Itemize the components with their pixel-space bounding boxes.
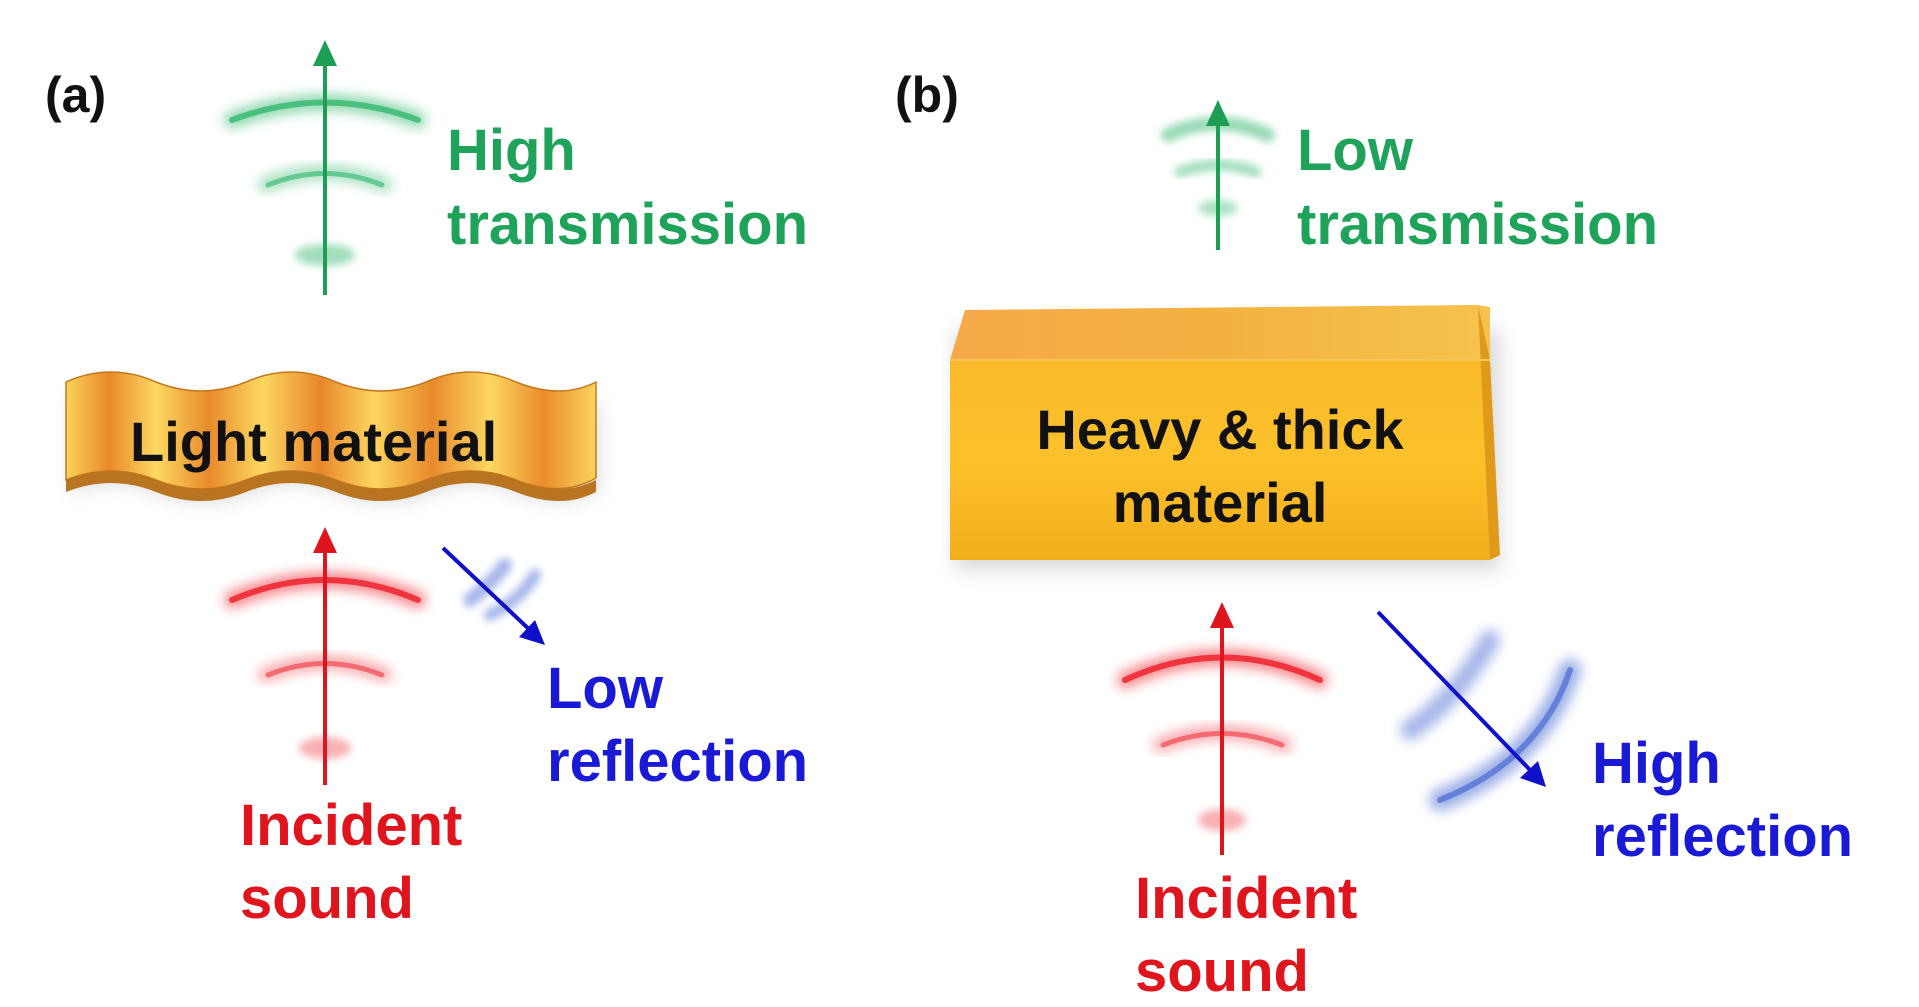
reflection-arrow-a [441,546,545,645]
reflection-label-b-line1: High [1592,731,1721,796]
panel-b-tag: (b) [895,67,959,123]
incident-label-b-line2: sound [1135,939,1309,1004]
heavy-material-label-line1: Heavy & thick [1036,398,1404,461]
reflection-arrow-b [1376,610,1546,787]
light-material-slab [65,371,600,503]
panel-a [65,40,600,785]
transmission-arrow-b [1206,100,1230,250]
heavy-material-label-line2: material [1112,471,1328,534]
reflection-label-b-line2: reflection [1592,804,1854,869]
transmission-label-b-line1: Low [1297,118,1413,183]
transmission-label-a-line2: transmission [447,192,808,257]
reflected-wave-low [463,558,541,621]
incident-label-a-line1: Incident [240,793,463,858]
incident-arrow-a [313,527,337,785]
transmission-label-b-line2: transmission [1297,192,1658,257]
transmission-label-a-line1: High [447,118,576,183]
incident-arrow-b [1210,602,1234,855]
reflection-label-a-line1: Low [547,656,663,721]
heavy-thick-material-block [950,305,1500,570]
incident-label-b-line1: Incident [1135,866,1358,931]
reflected-wave-high [1400,630,1581,811]
panel-a-tag: (a) [45,67,107,123]
incident-label-a-line2: sound [240,866,414,931]
transmission-arrow [313,40,337,295]
light-material-label: Light material [130,410,498,473]
reflection-label-a-line2: reflection [547,729,809,794]
panel-b [950,100,1581,855]
